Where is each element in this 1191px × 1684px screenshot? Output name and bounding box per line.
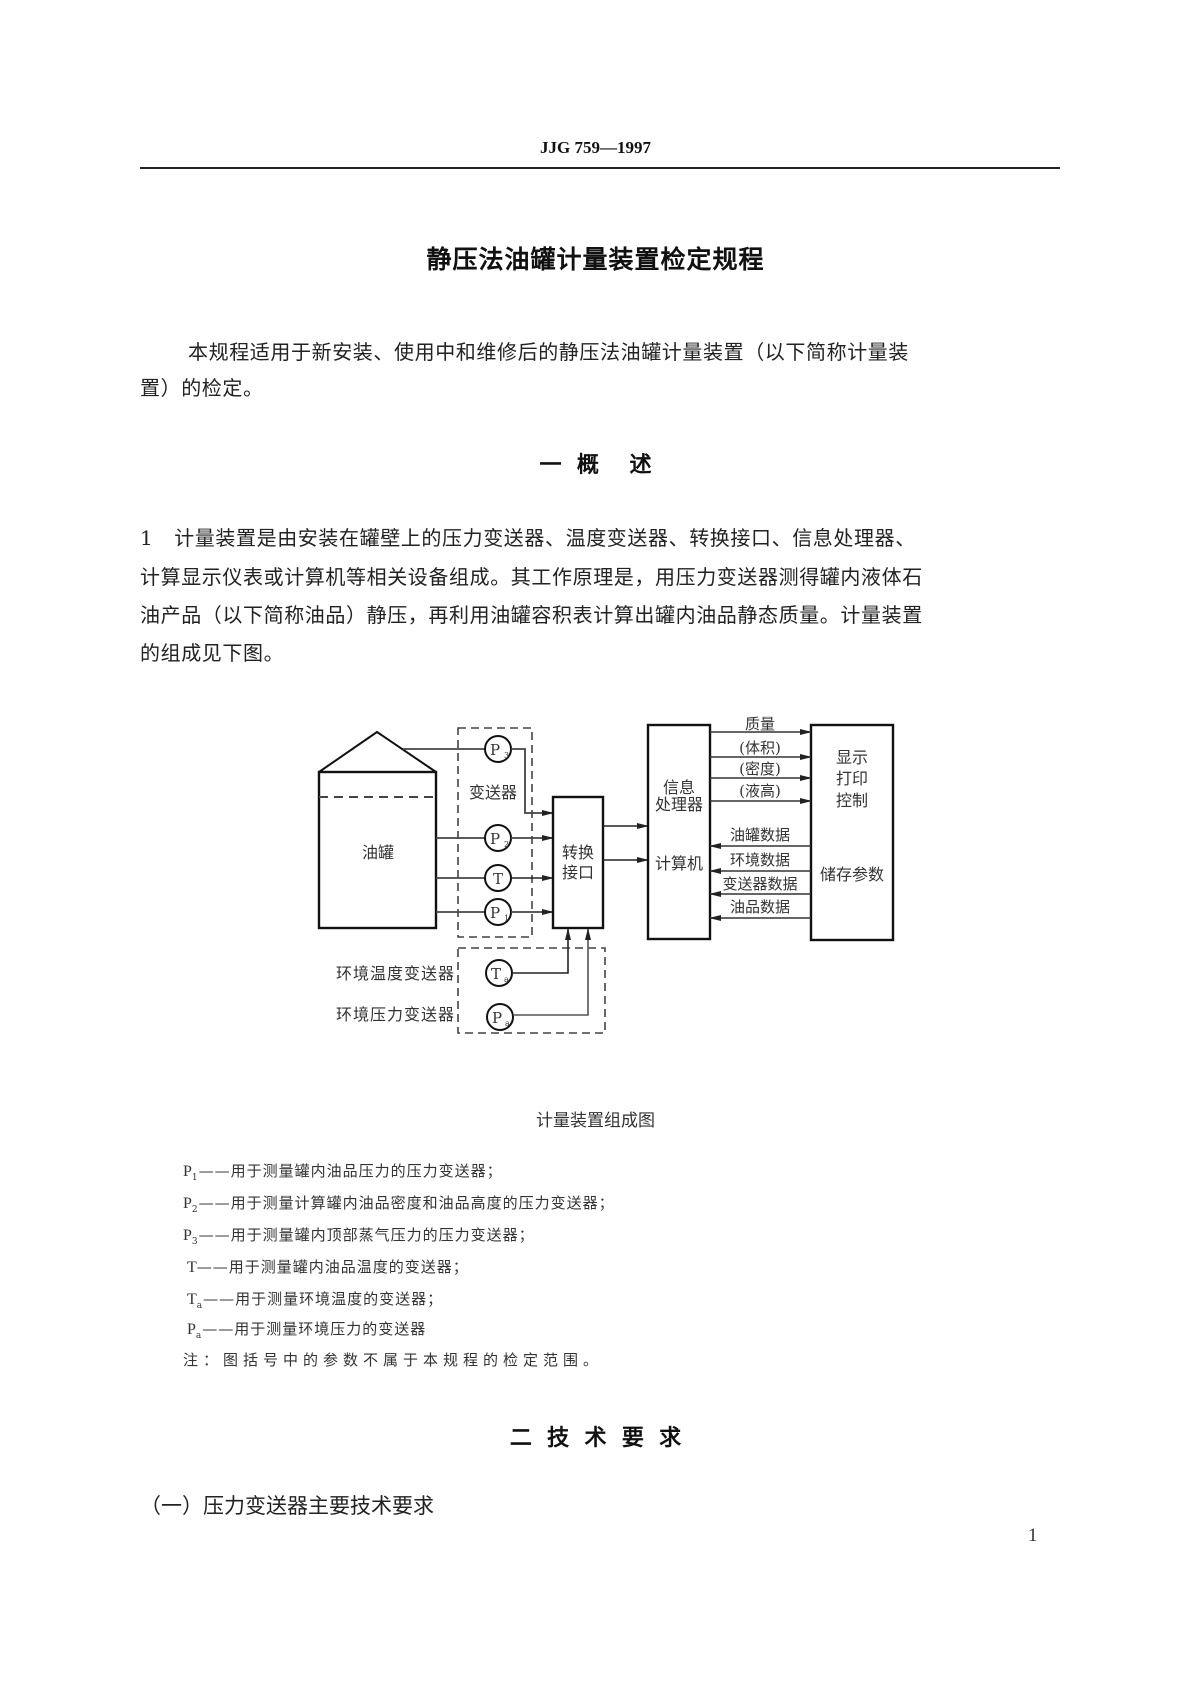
svg-text:储存参数: 储存参数 xyxy=(820,865,884,884)
paragraph-1-line-2: 计算显示仪表或计算机等相关设备组成。其工作原理是，用压力变送器测得罐内液体石 xyxy=(140,565,923,589)
svg-text:接口: 接口 xyxy=(562,863,594,882)
standard-code-header: JJG 759—1997 xyxy=(540,138,651,157)
svg-text:1: 1 xyxy=(504,914,509,923)
paragraph-1-line-4: 的组成见下图。 xyxy=(140,641,285,665)
svg-text:T: T xyxy=(491,965,501,983)
ta-transmitter-icon: T a xyxy=(485,959,513,987)
section-heading-overview: 一 概 述 xyxy=(539,453,652,478)
subsection-heading-pressure-transmitter: （一）压力变送器主要技术要求 xyxy=(140,1494,434,1518)
transmitter-group-label: 变送器 xyxy=(469,783,517,802)
svg-text:2: 2 xyxy=(504,840,509,849)
svg-text:打印: 打印 xyxy=(836,769,868,788)
document-title: 静压法油罐计量装置检定规程 xyxy=(426,245,765,274)
svg-text:P: P xyxy=(492,1009,502,1027)
page-number: 1 xyxy=(1028,1525,1038,1546)
svg-text:质量: 质量 xyxy=(745,715,775,733)
converter-interface-box: 转换 接口 xyxy=(551,795,605,930)
svg-text:变送器数据: 变送器数据 xyxy=(722,875,797,893)
pa-transmitter-icon: P a xyxy=(486,1003,514,1031)
svg-text:信息: 信息 xyxy=(663,778,695,797)
section-heading-technical-requirements: 二 技 术 要 求 xyxy=(509,1426,682,1451)
header-rule xyxy=(140,167,1060,169)
figure-note: 注：图括号中的参数不属于本规程的检定范围。 xyxy=(183,1351,604,1369)
svg-text:油品数据: 油品数据 xyxy=(730,898,790,916)
svg-text:P: P xyxy=(490,830,500,848)
p1-transmitter-icon: P 1 xyxy=(484,898,512,926)
legend-item-p3: P3——用于测量罐内顶部蒸气压力的压力变送器； xyxy=(183,1226,535,1247)
intro-line-2: 置）的检定。 xyxy=(140,376,264,400)
svg-text:显示: 显示 xyxy=(836,748,868,767)
svg-text:控制: 控制 xyxy=(836,791,868,810)
legend-item-ta: Ta——用于测量环境温度的变送器； xyxy=(187,1290,444,1311)
ambient-pressure-label: 环境压力变送器 xyxy=(336,1005,455,1024)
svg-text:处理器: 处理器 xyxy=(655,795,703,814)
intro-line-1: 本规程适用于新安装、使用中和维修后的静压法油罐计量装置（以下简称计量装 xyxy=(188,340,909,364)
svg-text:P: P xyxy=(490,741,500,759)
svg-text:环境数据: 环境数据 xyxy=(730,851,790,869)
paragraph-1-line-3: 油产品（以下简称油品）静压，再利用油罐容积表计算出罐内油品静态质量。计量装置 xyxy=(140,603,923,627)
output-arrows: 质量 (体积) (密度) (液高) xyxy=(710,715,812,804)
legend-item-t: T——用于测量罐内油品温度的变送器； xyxy=(187,1258,469,1276)
svg-text:P: P xyxy=(490,904,500,922)
ambient-transmitter-group-box xyxy=(457,947,606,1034)
svg-text:转换: 转换 xyxy=(562,843,594,862)
tank-label: 油罐 xyxy=(362,843,394,862)
svg-text:T: T xyxy=(493,870,503,888)
legend-item-pa: Pa——用于测量环境压力的变送器 xyxy=(187,1320,427,1341)
t-transmitter-icon: T xyxy=(484,864,512,892)
info-processor-box: 信息 处理器 计算机 xyxy=(646,723,712,941)
svg-text:a: a xyxy=(504,975,509,984)
oil-tank: 油罐 xyxy=(317,730,438,930)
svg-text:油罐数据: 油罐数据 xyxy=(730,826,790,844)
svg-text:a: a xyxy=(505,1019,510,1028)
p2-transmitter-icon: P 2 xyxy=(484,824,512,852)
svg-text:(体积): (体积) xyxy=(739,739,781,757)
ambient-temp-label: 环境温度变送器 xyxy=(336,964,455,983)
input-arrows: 油罐数据 环境数据 变送器数据 油品数据 xyxy=(709,826,811,921)
svg-text:计算机: 计算机 xyxy=(655,854,703,873)
figure-caption: 计量装置组成图 xyxy=(536,1111,655,1131)
svg-text:(液高): (液高) xyxy=(739,782,781,800)
transmitter-group-box xyxy=(457,727,533,938)
paragraph-1-line-1: 1 计量装置是由安装在罐壁上的压力变送器、温度变送器、转换接口、信息处理器、 xyxy=(140,526,916,550)
legend-item-p2: P2——用于测量计算罐内油品密度和油品高度的压力变送器； xyxy=(183,1194,615,1215)
p3-transmitter-icon: P 3 xyxy=(484,735,512,763)
svg-text:(密度): (密度) xyxy=(739,760,781,778)
legend-item-p1: P1——用于测量罐内油品压力的压力变送器； xyxy=(183,1162,503,1183)
svg-text:3: 3 xyxy=(504,751,509,760)
display-print-control-box: 显示 打印 控制 储存参数 xyxy=(809,723,895,942)
